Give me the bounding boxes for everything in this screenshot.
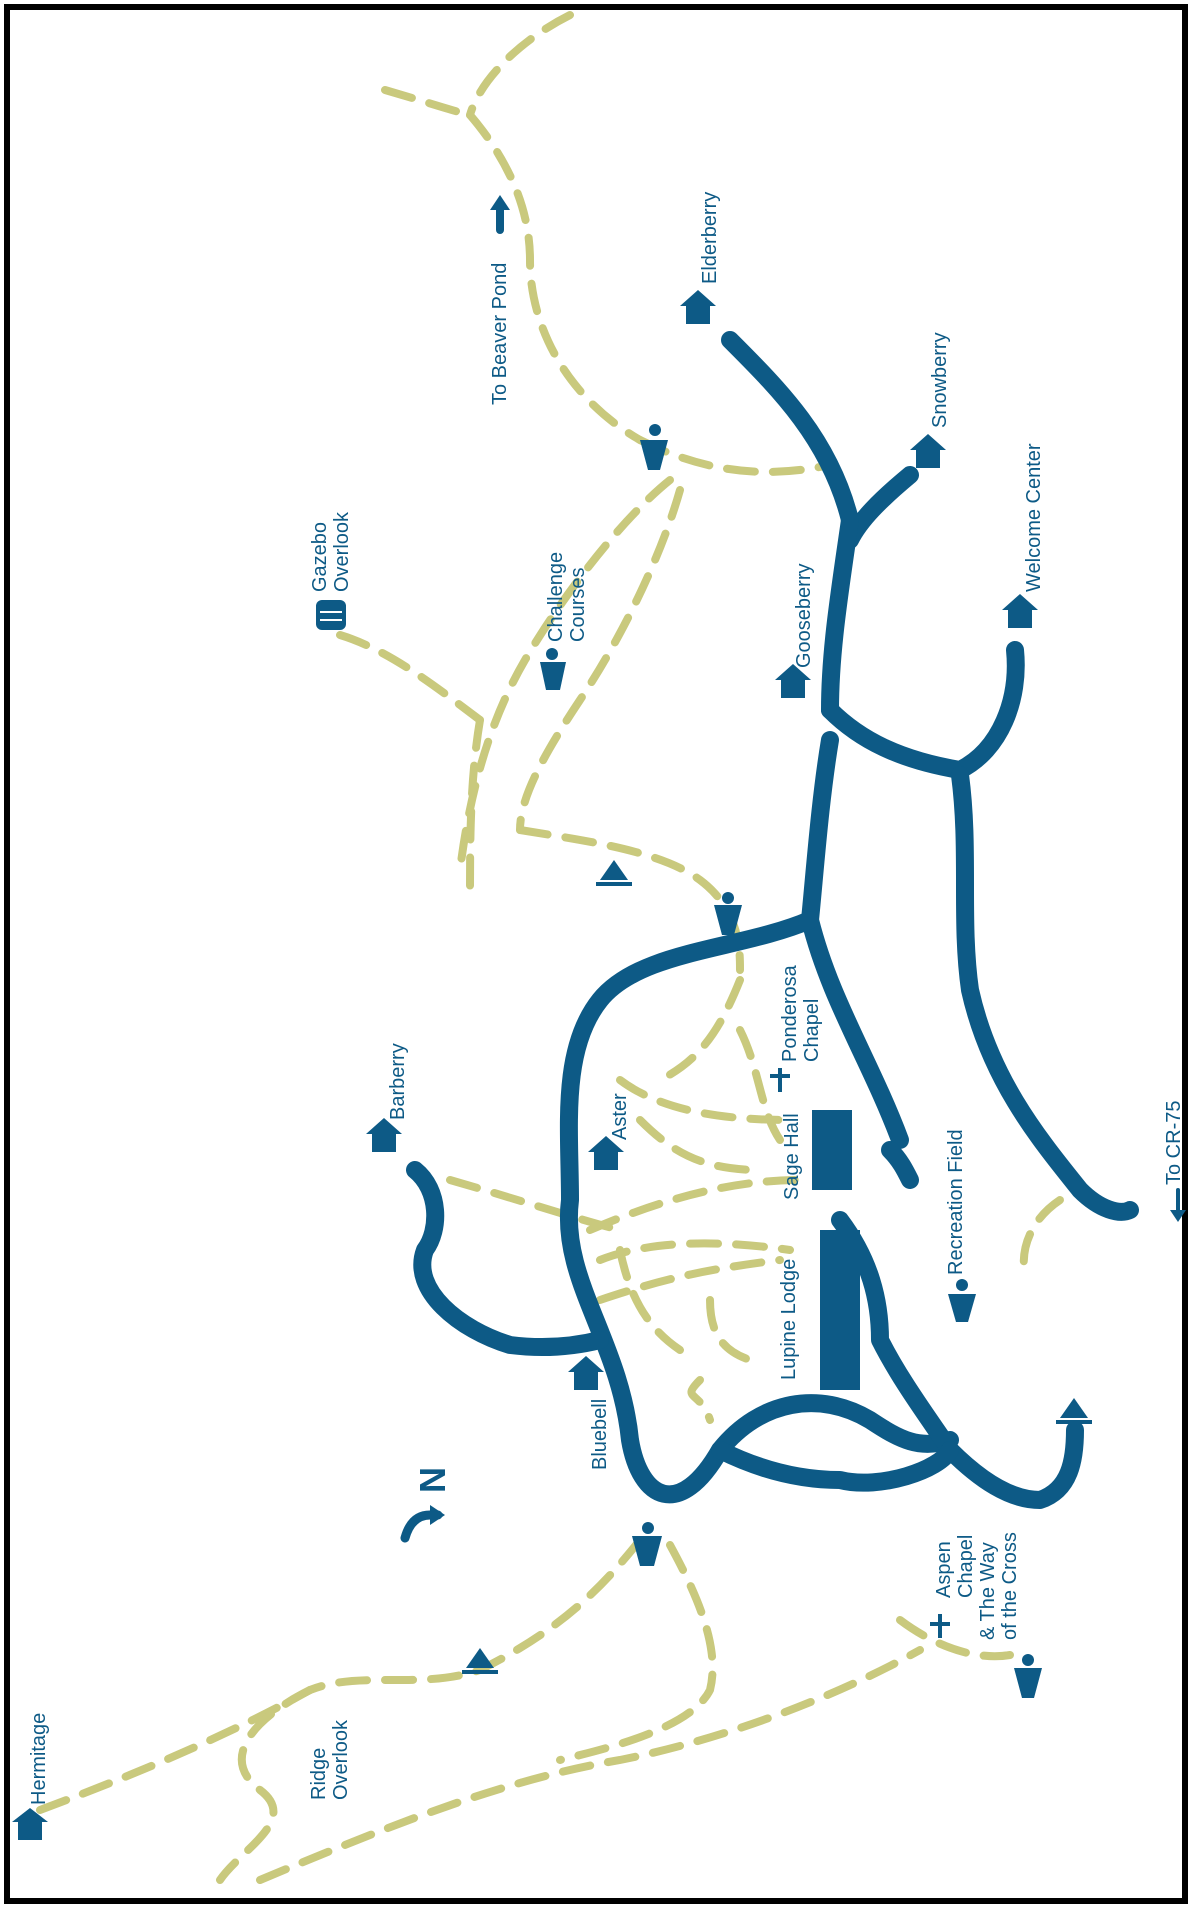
trail-gazebo [336, 631, 484, 724]
campfire-icon-east [1056, 1398, 1092, 1424]
hiker-icon-mid [714, 892, 742, 935]
compass-arrow-icon [400, 1505, 445, 1543]
trail-south-long [256, 1646, 924, 1884]
road-main-west [801, 731, 909, 1149]
label-gooseberry: Gooseberry [793, 564, 815, 669]
trail-ridge-a [306, 1536, 644, 1694]
trail-ridge-b [556, 1541, 717, 1764]
label-lupine-lodge: Lupine Lodge [778, 1259, 800, 1380]
road-loop [559, 911, 959, 1504]
label-snowberry: Snowberry [929, 332, 951, 428]
road-south-loop [941, 1421, 1084, 1509]
label-to-beaver-pond: To Beaver Pond [489, 263, 511, 405]
road-field [881, 1141, 919, 1189]
trail-challenge-a [456, 476, 674, 874]
label-recreation-field: Recreation Field [945, 1129, 967, 1275]
label-to-cr75: To CR-75 [1163, 1101, 1185, 1185]
label-gazebo-overlook-1: Gazebo [309, 522, 331, 592]
trail-to-cr75 [1019, 1196, 1064, 1279]
label-aster: Aster [609, 1093, 631, 1140]
bluebell-icon [568, 1356, 604, 1390]
road-elderberry [721, 331, 859, 529]
gooseberry-icon [775, 664, 811, 698]
to-cr75-arrow-icon [1170, 1188, 1186, 1222]
hermitage-icon [12, 1808, 48, 1840]
label-barberry: Barberry [387, 1043, 409, 1120]
road-main-north [821, 511, 859, 719]
road-welcome [821, 641, 1025, 779]
trail-beaver-pond-south [466, 111, 644, 444]
label-hermitage: Hermitage [28, 1713, 50, 1805]
trail-beaver-pond-north [466, 11, 574, 119]
trail-inner-9 [706, 1296, 754, 1364]
trails [36, 11, 1064, 1884]
label-ponderosa-chapel-2: Chapel [801, 999, 823, 1062]
road-snowberry [841, 466, 919, 549]
trail-inner-6 [596, 1239, 794, 1264]
label-ridge-overlook-2: Overlook [330, 1719, 352, 1800]
label-sage-hall: Sage Hall [781, 1113, 803, 1200]
trail-inner-3 [736, 1026, 784, 1144]
labels: Hermitage Ridge Overlook Bluebell Lupine… [28, 192, 1185, 1805]
road-barberry [406, 1161, 609, 1357]
label-ridge-overlook-1: Ridge [308, 1748, 330, 1800]
trail-mid-hiker [516, 826, 744, 974]
trail-inner-10 [687, 1376, 714, 1424]
trail-inner-5 [586, 1176, 804, 1234]
label-aspen-chapel-1: Aspen [933, 1541, 955, 1598]
elderberry-icon [680, 290, 716, 324]
trail-west-loop [466, 716, 484, 904]
trail-hiker-east [636, 436, 834, 476]
challenge-course-icon [540, 648, 566, 690]
label-aspen-chapel-2: Chapel [955, 1535, 977, 1598]
hiker-icon-south [632, 1522, 662, 1566]
label-welcome-center: Welcome Center [1023, 443, 1045, 592]
trail-aspen [896, 1616, 1014, 1661]
ponderosa-chapel-cross-icon [770, 1068, 790, 1092]
trail-ridge-loop [216, 1686, 314, 1884]
trail-hermitage [36, 1686, 314, 1814]
barberry-icon [366, 1118, 402, 1152]
recreation-field-icon [948, 1279, 976, 1322]
trail-beaver-pond-west [381, 86, 474, 119]
label-gazebo-overlook-2: Overlook [331, 511, 353, 592]
label-aspen-chapel-4: of the Cross [999, 1532, 1021, 1640]
to-beaver-pond-arrow-icon [490, 195, 510, 234]
gazebo-icon [316, 600, 346, 630]
trail-inner-8 [616, 1246, 684, 1354]
label-challenge-courses-2: Courses [567, 568, 589, 642]
aster-icon [588, 1136, 624, 1170]
hiker-icon-north [640, 424, 668, 470]
compass-letter: N [412, 1467, 453, 1493]
hiker-icon-aspen [1014, 1654, 1042, 1698]
trail-inner-1 [656, 976, 744, 1084]
lupine-lodge-building [820, 1230, 860, 1390]
trail-inner-4 [636, 1116, 764, 1174]
road-loop-south [711, 1441, 959, 1492]
trail-barberry-cross [446, 1176, 624, 1234]
road-lodge [831, 1211, 959, 1459]
label-aspen-chapel-3: & The Way [977, 1542, 999, 1640]
snowberry-icon [910, 434, 946, 468]
aspen-chapel-cross-icon [930, 1614, 950, 1638]
label-challenge-courses-1: Challenge [545, 552, 567, 642]
welcome-center-icon [1002, 594, 1038, 628]
sage-hall-building [812, 1110, 852, 1190]
trail-inner-7 [596, 1256, 784, 1304]
campfire-icon-south [462, 1648, 498, 1674]
road-main-east [951, 766, 1139, 1221]
label-elderberry: Elderberry [699, 192, 721, 284]
roads [406, 331, 1139, 1509]
trail-challenge-b [516, 486, 684, 834]
campfire-icon-north [596, 860, 632, 886]
label-bluebell: Bluebell [589, 1399, 611, 1470]
label-ponderosa-chapel-1: Ponderosa [779, 964, 801, 1062]
